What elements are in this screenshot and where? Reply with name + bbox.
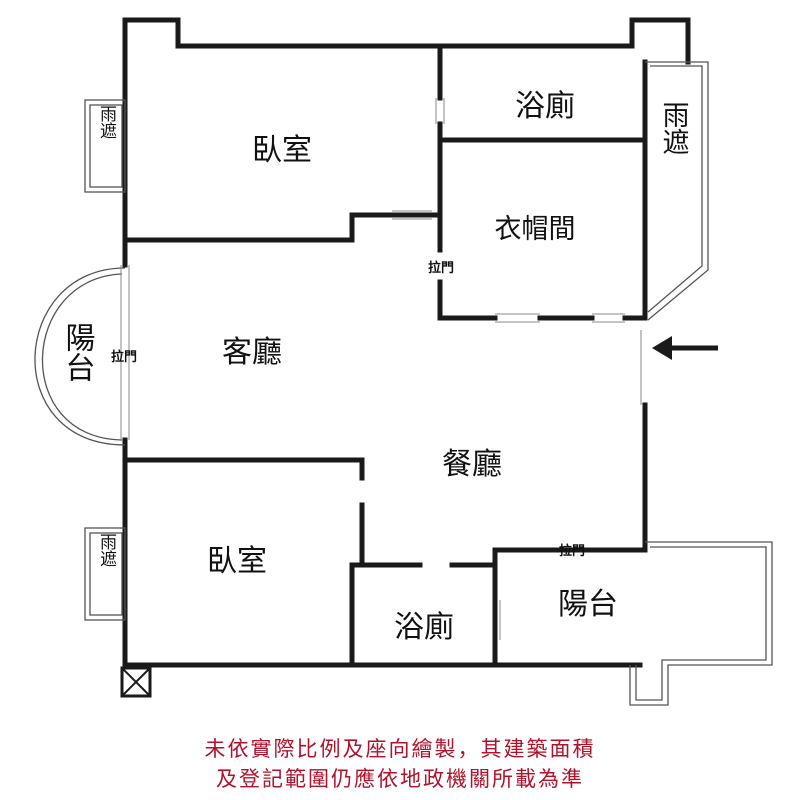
canopy-label-left-bottom: 雨遮	[96, 533, 117, 567]
sliding-door-label-balcony-right: 拉門	[559, 543, 585, 559]
room-label-living-room: 客廳	[222, 335, 282, 370]
room-label-bedroom-bottom: 臥室	[207, 544, 267, 579]
disclaimer-line-2: 及登記範圍仍應依地政機關所載為準	[216, 767, 584, 791]
room-label-balcony-left: 陽台	[60, 322, 95, 382]
canopy-right-outline	[645, 61, 709, 321]
sliding-door-label-closet: 拉門	[428, 260, 454, 276]
canopy-left-bottom-outline	[84, 527, 126, 621]
room-label-bathroom-top: 浴廁	[515, 89, 575, 124]
room-label-bedroom-top: 臥室	[252, 133, 312, 168]
canopy-label-right: 雨遮	[658, 101, 690, 155]
room-label-bathroom-bottom: 浴廁	[394, 610, 454, 645]
room-label-closet: 衣帽間	[495, 214, 576, 245]
thin-outlines	[34, 61, 773, 706]
disclaimer-line-1: 未依實際比例及座向繪製，其建築面積	[204, 737, 596, 761]
balcony-left-outline	[34, 267, 126, 446]
walls	[122, 17, 691, 668]
canopy-label-left-top: 雨遮	[96, 105, 117, 139]
room-label-dining-room: 餐廳	[442, 447, 502, 482]
sliding-door-label-balcony-left: 拉門	[111, 349, 137, 365]
entrance-arrow-icon	[652, 336, 718, 360]
canopy-left-top-outline	[84, 99, 126, 193]
room-label-balcony-right: 陽台	[558, 587, 618, 622]
balcony-right-outline	[629, 541, 773, 706]
shaft-symbol	[120, 666, 152, 698]
